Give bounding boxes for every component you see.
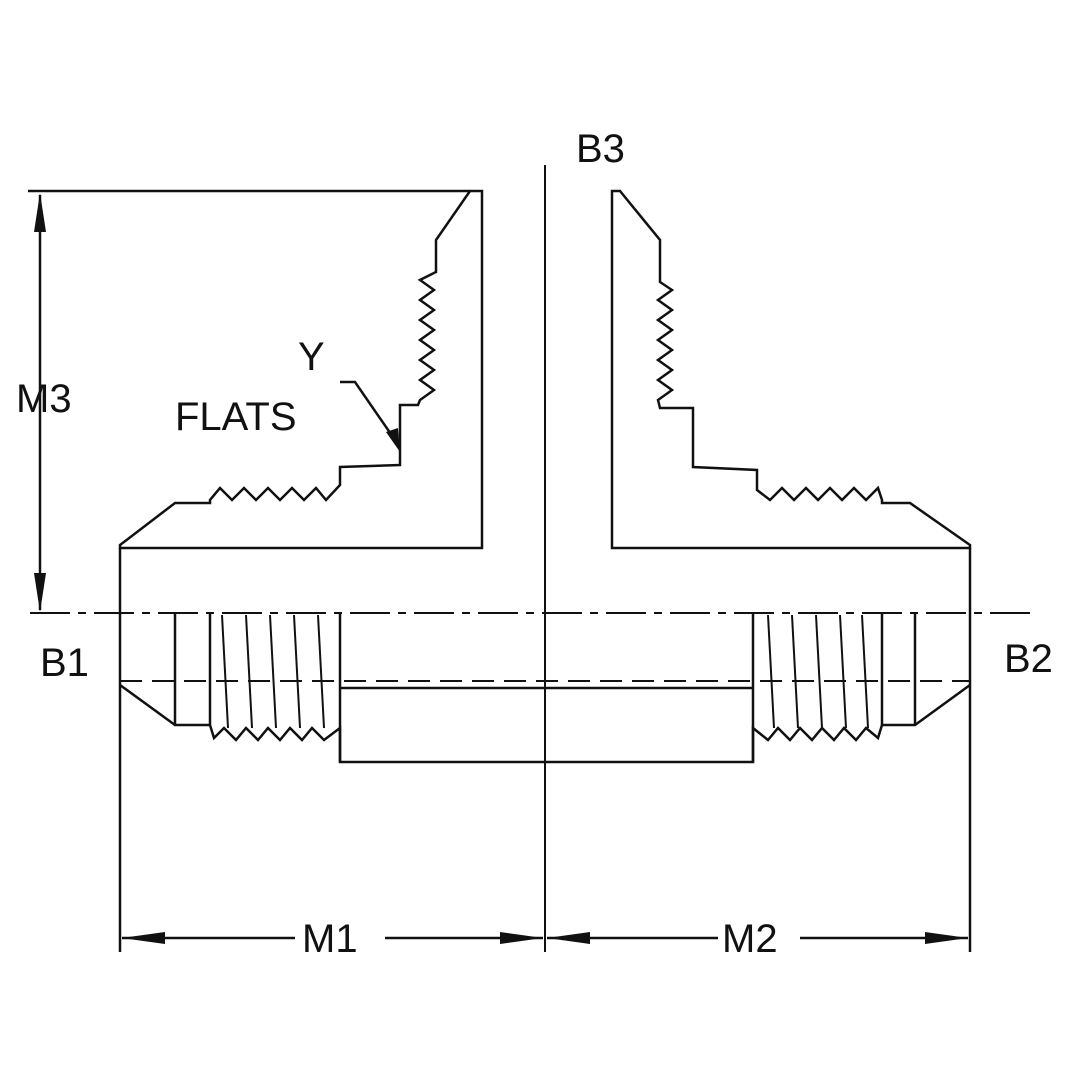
label-b3: B3 [576, 127, 625, 171]
flats-leader-line [340, 380, 397, 441]
label-m2: M2 [722, 917, 778, 961]
m3-arrow-bottom [34, 573, 46, 612]
m2-arrow-left [547, 932, 590, 944]
label-m1: M1 [302, 917, 358, 961]
label-b2: B2 [1004, 637, 1053, 681]
m3-arrow-top [34, 193, 46, 232]
label-y: Y [298, 335, 325, 379]
label-m3: M3 [16, 377, 72, 421]
section-right-hatched [610, 189, 972, 550]
m1-arrow-left [122, 932, 165, 944]
left-thread-lines [221, 614, 325, 729]
label-flats: FLATS [175, 395, 297, 439]
left-port-lower-outline [119, 683, 971, 764]
right-thread-lines [767, 614, 869, 729]
m2-arrow-right [925, 932, 968, 944]
m1-arrow-right [500, 932, 543, 944]
label-b1: B1 [40, 641, 89, 685]
flats-leader-arrowhead [386, 428, 400, 452]
section-left-hatched [118, 189, 484, 550]
